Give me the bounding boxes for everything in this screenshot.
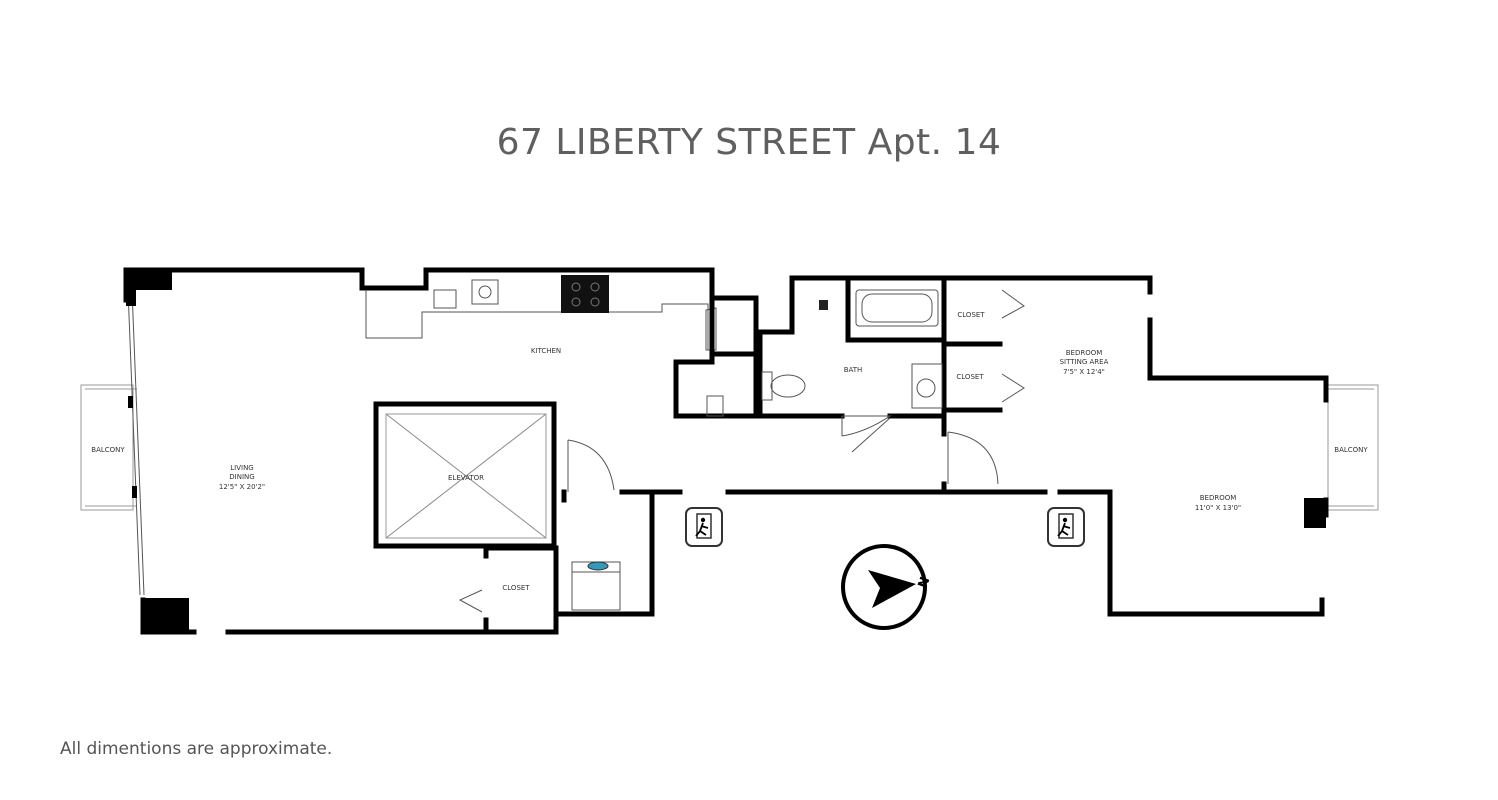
sink-icon bbox=[911, 363, 943, 409]
exterior-walls bbox=[123, 267, 1329, 635]
balcony-left bbox=[80, 384, 137, 511]
living-label-1: LIVING bbox=[230, 464, 253, 472]
sitting-label-2: SITTING AREA bbox=[1060, 358, 1109, 366]
utility-closet bbox=[673, 295, 759, 419]
bath-label: BATH bbox=[844, 366, 863, 374]
closet-left-label: CLOSET bbox=[502, 584, 530, 592]
compass-icon: N bbox=[841, 544, 934, 630]
living-dims: 12'5" X 20'2" bbox=[219, 483, 265, 491]
washer-icon bbox=[571, 561, 621, 611]
plan-title: 67 LIBERTY STREET Apt. 14 bbox=[496, 122, 1002, 163]
sitting-label-1: BEDROOM bbox=[1066, 349, 1103, 357]
exit-sign-icon bbox=[1047, 507, 1085, 547]
toilet-icon bbox=[761, 371, 806, 401]
elevator-label: ELEVATOR bbox=[448, 474, 484, 482]
living-label-2: DINING bbox=[229, 473, 254, 481]
left-window bbox=[127, 289, 141, 596]
kitchen-label: KITCHEN bbox=[531, 347, 561, 355]
sink-icon bbox=[471, 279, 499, 305]
kitchen-counter bbox=[365, 289, 716, 351]
balcony-right bbox=[1324, 384, 1379, 511]
bathtub-icon bbox=[855, 289, 939, 327]
bedroom-dims: 11'0" X 13'0" bbox=[1195, 504, 1241, 512]
closet-mid-label: CLOSET bbox=[956, 373, 984, 381]
balcony-right-label: BALCONY bbox=[1334, 446, 1368, 454]
sitting-dims: 7'5" X 12'4" bbox=[1063, 368, 1105, 376]
stove-icon bbox=[561, 275, 609, 313]
closet-walls bbox=[945, 289, 1025, 413]
exit-sign-icon bbox=[685, 507, 723, 547]
elevator-shaft bbox=[373, 401, 557, 549]
bedroom-label: BEDROOM bbox=[1200, 494, 1237, 502]
approximate-dimensions-note: All dimentions are approximate. bbox=[60, 739, 333, 759]
closet-top-label: CLOSET bbox=[957, 311, 985, 319]
balcony-left-label: BALCONY bbox=[91, 446, 125, 454]
compass-north-label: N bbox=[916, 575, 934, 590]
bath-walls bbox=[757, 275, 947, 419]
